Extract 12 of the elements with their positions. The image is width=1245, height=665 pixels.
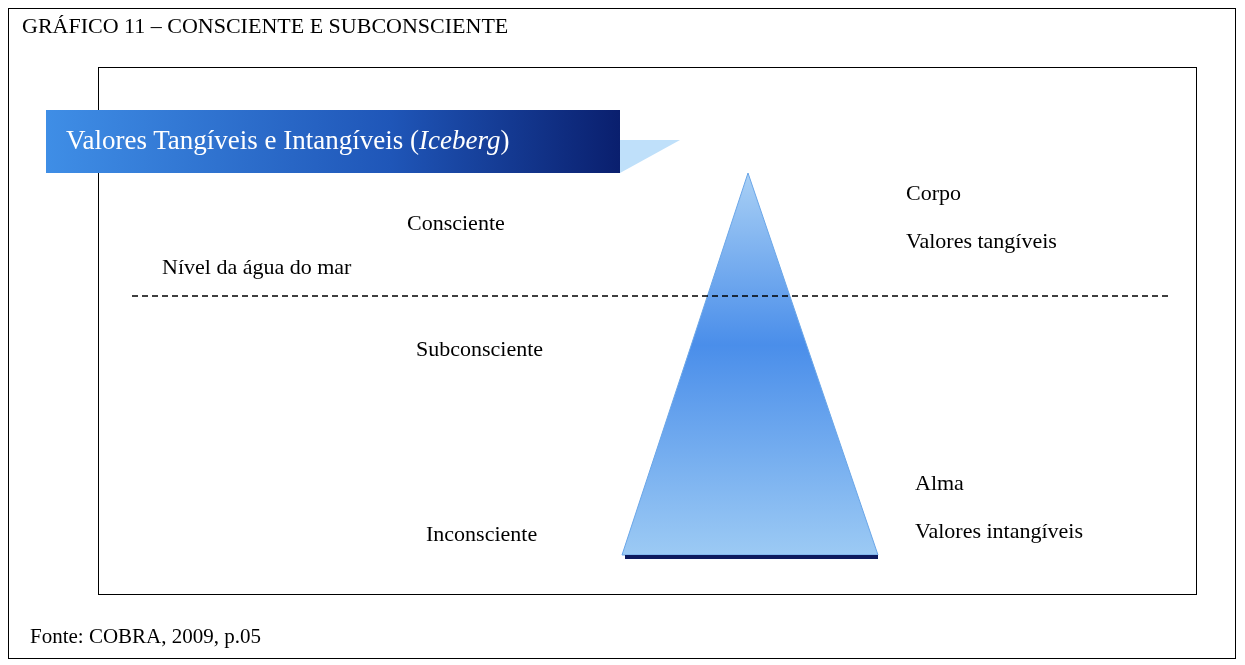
- zone-label: Valores intangíveis: [915, 518, 1084, 544]
- zone-label: Corpo: [906, 180, 961, 206]
- zone-label: Nível da água do mar: [162, 254, 352, 280]
- title-text: GRÁFICO 11 – CONSCIENTE E SUBCONSCIENTE: [22, 13, 509, 39]
- zone-label: Subconsciente: [416, 336, 544, 362]
- zone-label: Inconsciente: [426, 521, 538, 547]
- zone-label: Alma: [915, 470, 964, 496]
- title-banner: [46, 110, 680, 173]
- zone-label: Valores tangíveis: [906, 228, 1057, 254]
- banner-title: Valores Tangíveis e Intangíveis (Iceberg): [66, 124, 510, 156]
- zone-label: Consciente: [407, 210, 505, 236]
- source-caption: Fonte: COBRA, 2009, p.05: [30, 623, 262, 649]
